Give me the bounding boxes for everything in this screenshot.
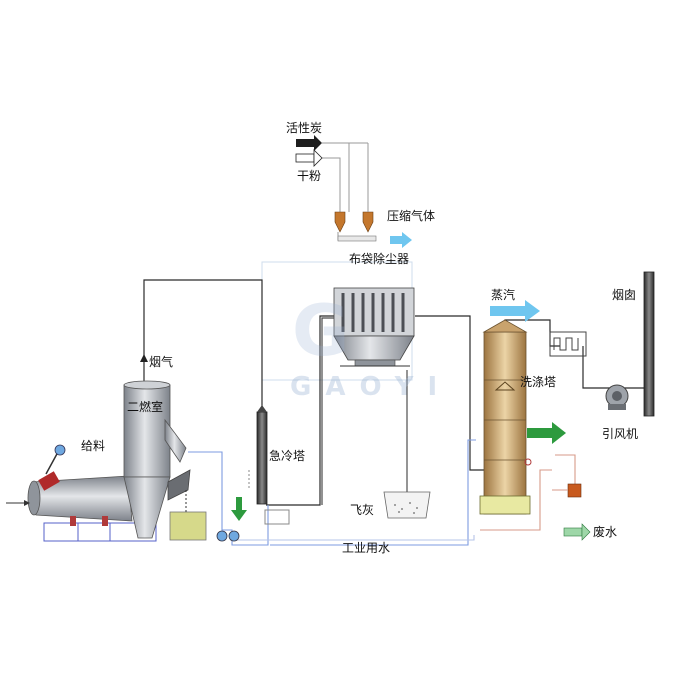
- label-scrubber: 洗涤塔: [520, 375, 557, 389]
- chimney: [643, 271, 655, 417]
- feeder-hopper: [38, 444, 66, 491]
- label-feed: 给料: [81, 439, 106, 453]
- water-pumps: [216, 530, 240, 542]
- watermark-logo: G: [292, 290, 350, 372]
- waste-water-arrow: [563, 523, 591, 541]
- green-down-arrow: [231, 497, 247, 521]
- label-quench-tower: 急冷塔: [269, 449, 306, 463]
- dry-powder-arrow: [295, 149, 323, 167]
- rotary-kiln: [6, 475, 133, 526]
- water-pipes: [188, 439, 576, 546]
- fly-ash-bin: [383, 491, 431, 519]
- label-bag-filter: 布袋除尘器: [349, 252, 410, 266]
- ash-tank: [169, 490, 207, 541]
- label-secondary-chamber: 二燃室: [127, 400, 164, 414]
- label-industrial-water: 工业用水: [342, 541, 391, 555]
- heat-exchanger: [549, 331, 587, 357]
- green-right-arrow: [527, 422, 566, 444]
- label-fly-ash: 飞灰: [350, 503, 375, 517]
- scrubber-tower: [479, 319, 532, 515]
- quench-tower: [248, 405, 290, 525]
- label-compressed-gas: 压缩气体: [387, 209, 436, 223]
- watermark-text: GAOYI: [290, 372, 452, 402]
- secondary-combustion-chamber: [123, 380, 191, 539]
- label-flue-gas: 烟气: [149, 355, 174, 369]
- compressed-gas-arrow: [390, 232, 412, 248]
- sorbent-hoppers: [322, 142, 377, 242]
- induced-draft-fan: [605, 384, 629, 410]
- bag-filter: [333, 287, 415, 367]
- label-chimney: 烟囱: [612, 288, 637, 302]
- flue-gas-arrow: [140, 354, 148, 362]
- furnace-support-frame: [43, 522, 157, 542]
- label-steam: 蒸汽: [491, 288, 516, 302]
- activated-carbon-arrow: [296, 135, 322, 151]
- label-waste-water: 废水: [593, 525, 618, 539]
- label-induced-fan: 引风机: [602, 427, 639, 441]
- label-activated-carbon: 活性炭: [286, 121, 323, 135]
- label-dry-powder: 干粉: [297, 169, 322, 183]
- dosing-unit: [552, 483, 582, 498]
- steam-arrow: [490, 300, 540, 322]
